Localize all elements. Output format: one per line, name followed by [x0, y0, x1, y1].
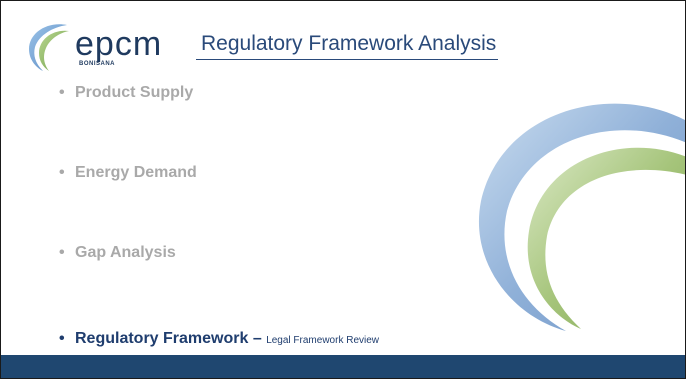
decorative-arcs-icon: [479, 103, 685, 331]
logo-swoosh-icon: [29, 24, 69, 72]
title-underline: [196, 59, 498, 60]
slide-header: epcm BONISANA Regulatory Framework Analy…: [1, 1, 685, 81]
agenda-item-label: Regulatory Framework: [75, 330, 249, 347]
bullet-dot: •: [59, 164, 65, 181]
agenda-item-sublabel: Legal Framework Review: [266, 335, 380, 346]
agenda-item-energy-demand: • Energy Demand: [59, 163, 197, 183]
agenda-item-regulatory-framework: • Regulatory Framework – Legal Framework …: [59, 329, 379, 351]
epcm-logo: epcm BONISANA: [23, 19, 183, 72]
agenda-item-label: Energy Demand: [75, 164, 197, 181]
logo-wordmark: epcm: [75, 25, 163, 63]
agenda-item-product-supply: • Product Supply: [59, 83, 193, 103]
bullet-dot: •: [59, 244, 65, 261]
slide-title: Regulatory Framework Analysis: [201, 32, 497, 55]
agenda-item-label: Product Supply: [75, 84, 194, 101]
agenda-item-gap-analysis: • Gap Analysis: [59, 243, 176, 263]
bullet-dot: •: [59, 330, 65, 347]
logo-subtext: BONISANA: [79, 61, 116, 67]
agenda-item-separator: –: [248, 330, 267, 347]
agenda-list: • Product Supply • Energy Demand • Gap Anal…: [59, 81, 479, 361]
agenda-item-label: Gap Analysis: [75, 244, 176, 261]
bullet-dot: •: [59, 84, 65, 101]
footer-bar: [1, 355, 685, 378]
